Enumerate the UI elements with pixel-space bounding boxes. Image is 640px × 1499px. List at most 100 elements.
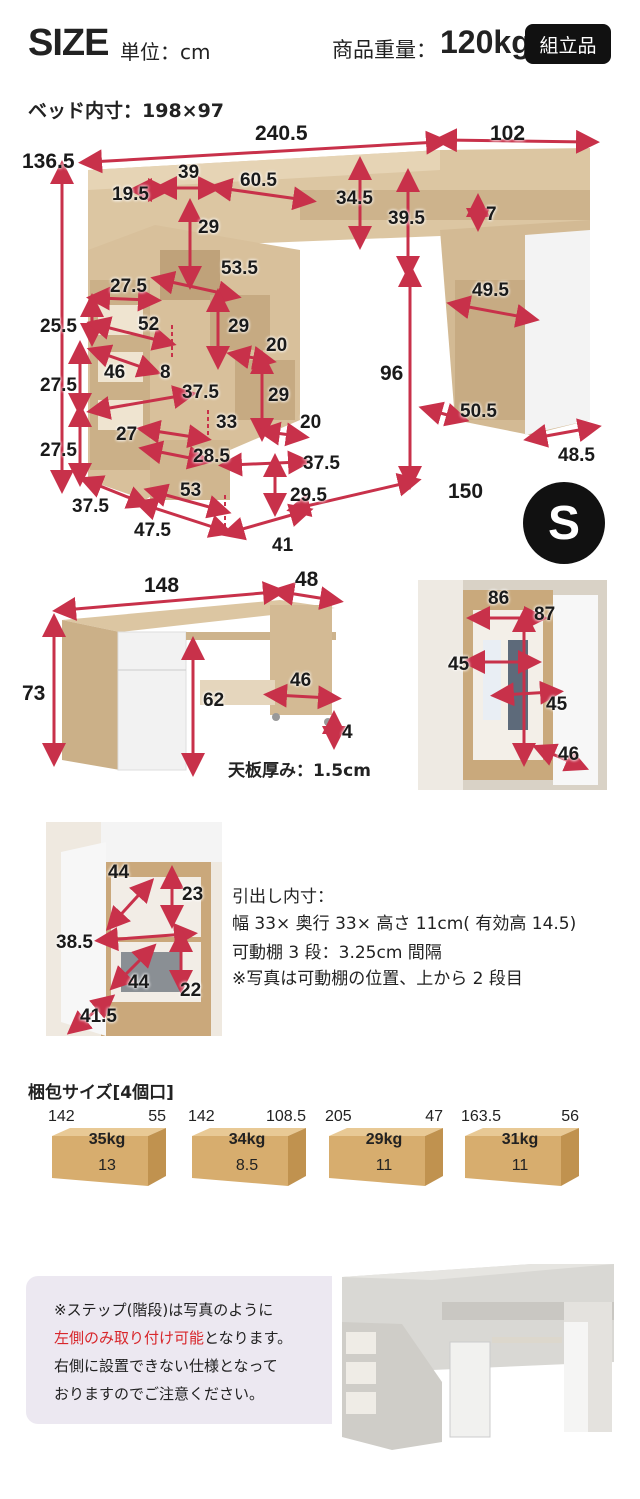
dim-27: 27 xyxy=(116,424,138,445)
dim-37-5a: 37.5 xyxy=(182,382,219,403)
dim-33: 33 xyxy=(216,412,238,433)
dim-19-5: 19.5 xyxy=(112,184,149,205)
drawer-dim-44a: 44 xyxy=(108,862,130,883)
wardrobe-depth-b: 45 xyxy=(546,694,568,715)
assembly-badge: 組立品 xyxy=(525,24,611,64)
notice-line-2-rest: となります。 xyxy=(204,1329,293,1347)
dim-37-5c: 37.5 xyxy=(72,496,109,517)
package-dim-a: 142 xyxy=(48,1108,75,1125)
dim-39-5: 39.5 xyxy=(388,208,425,229)
dim-150: 150 xyxy=(448,480,484,503)
wardrobe-photo: 86 87 45 45 46 xyxy=(418,580,607,790)
package-dim-a: 205 xyxy=(325,1108,352,1125)
drawer-notes-shelf: 可動棚 3 段：3.25cm 間隔 xyxy=(232,943,442,963)
dim-29c: 29 xyxy=(268,385,290,406)
notice-highlight: 左側のみ取り付け可能 xyxy=(54,1329,205,1347)
package-dim-a: 163.5 xyxy=(461,1108,502,1125)
drawer-notes-photo: ※写真は可動棚の位置、上から 2 段目 xyxy=(232,969,523,989)
dim-37-5b: 37.5 xyxy=(303,453,340,474)
package-weight: 29kg xyxy=(365,1131,403,1148)
desk-diagram xyxy=(42,581,346,777)
dim-27-5c: 27.5 xyxy=(40,440,77,461)
dim-47-5: 47.5 xyxy=(134,520,171,541)
wardrobe-width: 86 xyxy=(488,588,510,609)
package-weight: 31kg xyxy=(501,1131,539,1148)
drawer-notes-title: 引出し内寸： xyxy=(232,887,334,907)
desk-depth: 48 xyxy=(295,568,319,591)
package-weight: 34kg xyxy=(228,1131,266,1148)
dim-7: 7 xyxy=(486,204,497,225)
package-2: 142 108.5 34kg 8.5 xyxy=(188,1100,306,1190)
dim-desk-depth: 102 xyxy=(490,122,526,145)
dim-53-5: 53.5 xyxy=(221,258,258,279)
desk-top-thickness: 天板厚み：1.5cm xyxy=(228,761,371,781)
loft-bed-diagram xyxy=(50,128,602,541)
drawer-dim-38-5: 38.5 xyxy=(56,932,93,953)
notice-text: ※ステップ(階段)は写真のように 左側のみ取り付け可能となります。 右側に設置で… xyxy=(54,1296,292,1408)
desk-width: 148 xyxy=(144,574,180,597)
dim-41: 41 xyxy=(272,535,294,556)
notice-line-1: ※ステップ(階段)は写真のように xyxy=(54,1301,274,1319)
drawer-dim-41-5: 41.5 xyxy=(80,1006,117,1027)
drawer-dim-23: 23 xyxy=(182,884,204,905)
dim-total-width: 240.5 xyxy=(255,122,308,145)
bed-inner-size: ベッド内寸：198×97 xyxy=(28,100,225,122)
package-dim-a: 142 xyxy=(188,1108,215,1125)
package-weight: 35kg xyxy=(88,1131,126,1148)
drawer-dim-22: 22 xyxy=(180,980,202,1001)
dim-27-5b: 27.5 xyxy=(40,375,77,396)
box-icon xyxy=(52,1128,166,1186)
drawer-photo: 44 23 38.5 44 22 41.5 xyxy=(46,822,222,1036)
dim-27-5a: 27.5 xyxy=(110,276,147,297)
package-dim-b: 108.5 xyxy=(265,1108,306,1125)
notice-line-4: おりますのでご注意ください。 xyxy=(54,1385,265,1403)
dim-39: 39 xyxy=(178,162,200,183)
weight-value: 120kg xyxy=(440,24,531,60)
dim-60-5: 60.5 xyxy=(240,170,277,191)
dim-49-5: 49.5 xyxy=(472,280,509,301)
dim-20a: 20 xyxy=(266,335,288,356)
dim-29a: 29 xyxy=(198,217,220,238)
package-3: 205 47 29kg 11 xyxy=(325,1100,443,1190)
dim-29b: 29 xyxy=(228,316,250,337)
package-qty: 11 xyxy=(375,1157,393,1174)
box-icon xyxy=(192,1128,306,1186)
desk-height: 73 xyxy=(22,682,46,705)
wardrobe-depth-c: 46 xyxy=(558,744,580,765)
package-qty: 8.5 xyxy=(235,1157,259,1174)
desk-inner-height: 62 xyxy=(203,690,225,711)
package-1: 142 55 35kg 13 xyxy=(48,1100,166,1190)
package-dim-b: 47 xyxy=(425,1108,443,1125)
dim-25-5: 25.5 xyxy=(40,316,77,337)
box-icon xyxy=(465,1128,579,1186)
unit-label: 単位：cm xyxy=(120,40,211,64)
dim-53: 53 xyxy=(180,480,202,501)
weight-label: 商品重量： xyxy=(332,38,437,62)
wardrobe-height: 87 xyxy=(534,604,556,625)
notice-line-3: 右側に設置できない仕様となって xyxy=(54,1357,278,1375)
drawer-notes-size: 幅 33× 奥行 33× 高さ 11cm( 有効高 14.5) xyxy=(232,914,577,934)
package-title: 梱包サイズ[4個口] xyxy=(28,1083,174,1103)
package-dim-b: 55 xyxy=(148,1108,166,1125)
desk-inner-depth: 46 xyxy=(290,670,312,691)
dim-28-5: 28.5 xyxy=(193,446,230,467)
desk-caster: 4 xyxy=(342,722,353,743)
dim-52: 52 xyxy=(138,314,160,335)
notice-line-2: 左側のみ取り付け可能となります。 xyxy=(54,1324,292,1352)
dim-34-5: 34.5 xyxy=(336,188,373,209)
size-title: SIZE xyxy=(28,22,109,64)
dim-29-5: 29.5 xyxy=(290,485,327,506)
dim-96: 96 xyxy=(380,362,404,385)
dim-height: 136.5 xyxy=(22,150,75,173)
dim-50-5: 50.5 xyxy=(460,401,497,422)
drawer-dim-44b: 44 xyxy=(128,972,150,993)
package-qty: 13 xyxy=(98,1157,116,1174)
dim-46: 46 xyxy=(104,362,126,383)
dim-48-5: 48.5 xyxy=(558,445,595,466)
dim-20b: 20 xyxy=(300,412,322,433)
wardrobe-depth-a: 45 xyxy=(448,654,470,675)
dim-8: 8 xyxy=(160,362,171,383)
white-loft-photo xyxy=(332,1262,622,1450)
box-icon xyxy=(329,1128,443,1186)
